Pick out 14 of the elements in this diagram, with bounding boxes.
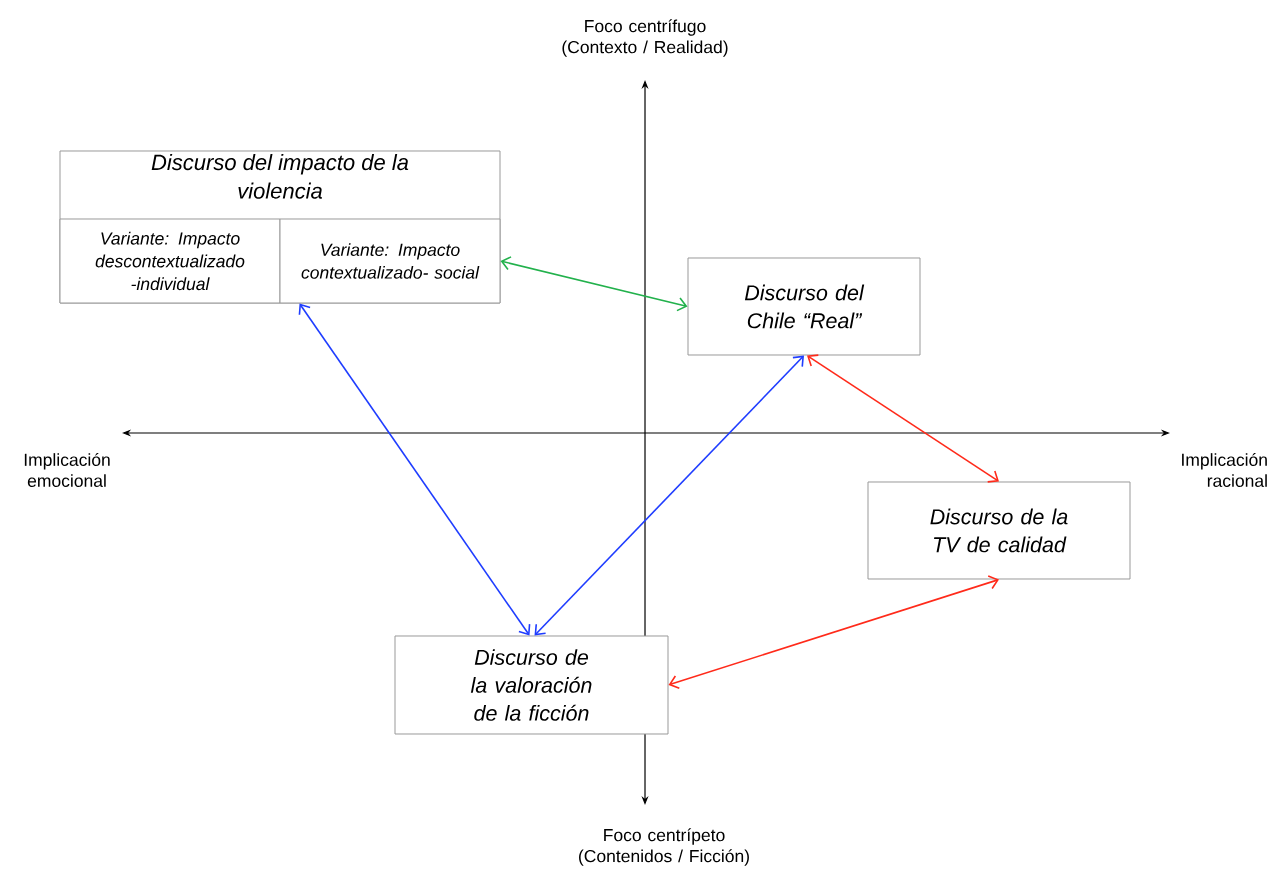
arrow bbox=[298, 303, 531, 636]
axis-label: Foco centrípeto (Contenidos / Ficción) bbox=[579, 828, 749, 866]
axis-label: Foco centrífugo (Contexto / Realidad) bbox=[562, 19, 728, 57]
text-box: Discurso de la TV de calidad bbox=[867, 481, 1131, 580]
axis-label: Implicación racional bbox=[1182, 452, 1267, 487]
arrow bbox=[807, 354, 999, 483]
arrow bbox=[534, 355, 804, 636]
axis-label: Implicación emocional bbox=[24, 452, 110, 487]
arrow bbox=[668, 575, 999, 690]
text-box: Variante: Impacto descontextualizado -individual bbox=[59, 218, 281, 304]
text-box: Discurso del Chile “Real” bbox=[687, 257, 921, 356]
arrow bbox=[500, 256, 688, 312]
text-box: Variante: Impacto contextualizado- social bbox=[279, 218, 501, 304]
text-box: Discurso de la valoración de la ficción bbox=[394, 635, 669, 735]
